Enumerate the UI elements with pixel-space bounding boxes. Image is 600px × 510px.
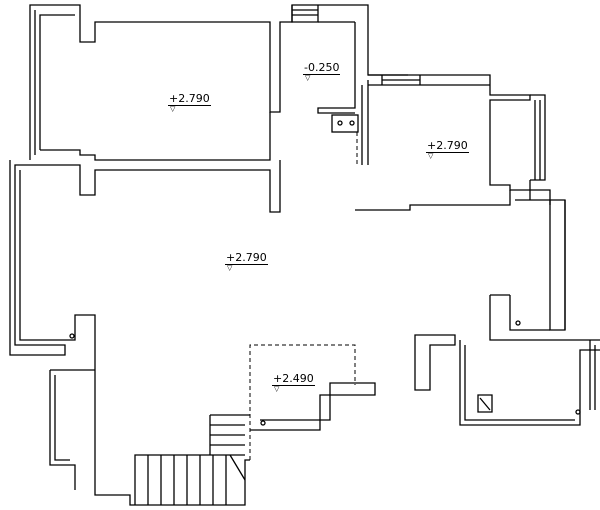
wall-top-left-bottom <box>40 112 271 161</box>
drain-icon <box>515 320 521 326</box>
elevation-label: +2.790 <box>168 92 211 106</box>
elevation-marker-icon: ▽ <box>274 385 280 393</box>
window-lower-right <box>589 340 596 410</box>
wall-left-bottom <box>49 369 95 490</box>
wall-top-left-inner <box>34 10 75 155</box>
elevation-label: +2.790 <box>225 251 268 265</box>
elevation-label: +2.490 <box>272 372 315 386</box>
wall-left-lower <box>9 160 281 506</box>
sink-drain-icon <box>337 120 343 126</box>
sink-fixture <box>331 114 359 133</box>
drain-icon <box>260 420 266 426</box>
elevation-marker-icon: ▽ <box>428 152 434 160</box>
elevation-label: -0.250 <box>303 61 341 75</box>
wall-middle-room <box>317 21 356 114</box>
wall-top-left-outer <box>29 4 408 160</box>
elevation-label: +2.790 <box>426 139 469 153</box>
elevation-marker-icon: ▽ <box>170 105 176 113</box>
stair-top <box>291 5 319 23</box>
corner-fixture <box>477 394 493 413</box>
wall-right-room <box>368 74 566 331</box>
sink-drain-icon <box>349 120 355 126</box>
wall-middle-right <box>361 80 369 165</box>
wall-landing <box>250 382 376 431</box>
elevation-marker-icon: ▽ <box>227 264 233 272</box>
wall-right-bottom <box>355 190 511 211</box>
drain-icon <box>575 409 581 415</box>
wall-lower-right <box>414 294 600 426</box>
stairs <box>134 414 250 505</box>
window-top-right <box>381 75 421 85</box>
drain-icon <box>69 333 75 339</box>
landing-dashed-outline <box>249 344 356 460</box>
window-right <box>529 94 546 200</box>
wall-right-lower-outer <box>549 200 566 330</box>
elevation-marker-icon: ▽ <box>305 74 311 82</box>
